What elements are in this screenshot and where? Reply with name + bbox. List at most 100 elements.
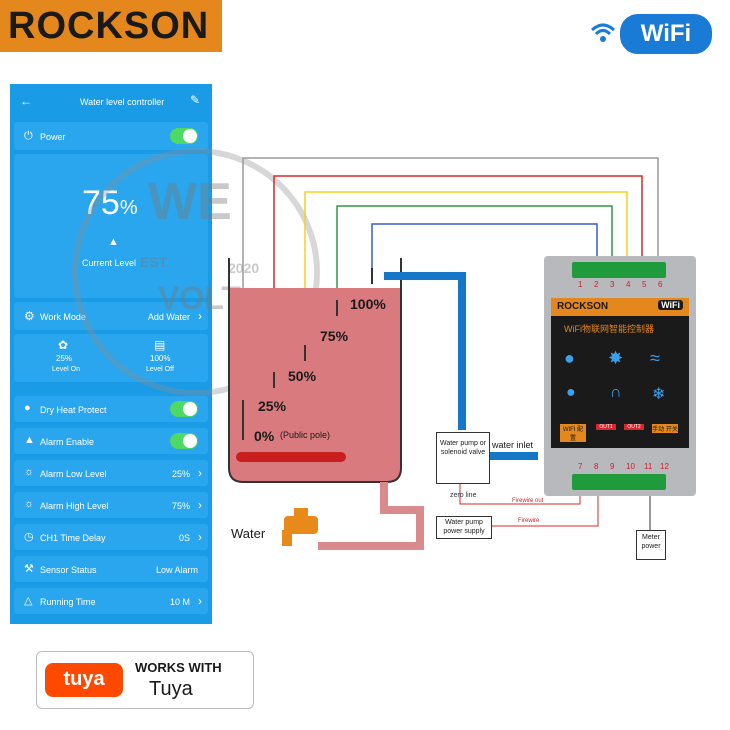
tank-water (229, 288, 401, 482)
dry-heat-row: ● Dry Heat Protect (14, 396, 208, 422)
wifi-icon (590, 23, 616, 42)
zero-line-label: zero line (450, 492, 477, 499)
drop-icon: ● (24, 402, 31, 414)
power-toggle[interactable] (170, 128, 198, 144)
work-mode-label: Work Mode (40, 312, 86, 322)
wifi-icon: ● (564, 348, 575, 368)
controller-subtitle: WiFi物联网智能控制器 (564, 324, 654, 334)
level-on-value: 25% (56, 354, 73, 363)
rockson-logo: ROCKSON (0, 0, 222, 52)
probe-label-25: 25% (258, 398, 287, 414)
water-label: Water (231, 526, 266, 541)
alarm-high-row[interactable]: ☼ Alarm High Level 75% › (14, 492, 208, 518)
tuya-logo: tuya (45, 663, 123, 697)
running-time-label: Running Time (40, 597, 96, 607)
controller-face (551, 298, 689, 448)
probe-label-50: 50% (288, 368, 317, 384)
inlet-pipe (384, 272, 466, 430)
bottom-terminals (572, 474, 666, 490)
drop-icon: ● (566, 384, 576, 401)
faucet-icon (284, 516, 318, 534)
wire-yellow (304, 191, 628, 345)
public-pole-label: (Public pole) (280, 430, 331, 440)
tuya-name: Tuya (149, 678, 193, 700)
level-card: 75% ▲ Current Level (14, 154, 208, 298)
level-off-caption: Level Off (146, 366, 174, 373)
back-icon[interactable]: ← (20, 94, 32, 108)
sun-icon: ☼ (24, 498, 35, 510)
probe-label-75: 75% (320, 328, 349, 344)
firewire-out-label: Firewire out (512, 498, 544, 504)
wave-icon: ≈ (650, 348, 660, 368)
time-delay-value: 0S (178, 533, 190, 543)
alarm-enable-row: ▲ Alarm Enable (14, 428, 208, 454)
wire-grey (242, 157, 659, 400)
bell-icon: ▲ (24, 434, 35, 446)
work-mode-value: Add Water (147, 312, 190, 322)
work-mode-row[interactable]: ⚙ Work Mode Add Water › (14, 302, 208, 330)
level-value: 75% (82, 184, 138, 222)
alarm-low-value: 25% (171, 469, 190, 479)
alarm-low-row[interactable]: ☼ Alarm Low Level 25% › (14, 460, 208, 486)
time-delay-row[interactable]: ◷ CH1 Time Delay 0S › (14, 524, 208, 550)
wifi-config-button[interactable]: WIFI 配置 (560, 424, 586, 442)
wire-green (336, 205, 613, 300)
sensor-status-row: ⚒ Sensor Status Low Alarm (14, 556, 208, 582)
edit-icon[interactable]: ✎ (190, 93, 201, 107)
drain-pipe (318, 482, 424, 550)
out1-indicator: OUT1 (596, 424, 616, 430)
rockson-logo-text: ROCKSON (8, 5, 210, 47)
meter-power-box: Meter power (636, 530, 666, 560)
top-terminals (572, 262, 666, 278)
wifi-pill: WiFi (620, 14, 712, 54)
level-caption: Current Level (82, 258, 137, 268)
sensor-status-value: Low Alarm (155, 565, 198, 575)
wrench-icon: ⚒ (24, 563, 34, 575)
dry-heat-toggle[interactable] (170, 401, 198, 417)
wifi-badge: WiFi (590, 14, 712, 54)
probe-label-100: 100% (350, 296, 386, 312)
controller-wifi: WiFi (658, 300, 683, 310)
fan-icon: ✿ (58, 338, 69, 352)
fan-icon: ✸ (608, 348, 624, 368)
wire-blue (371, 223, 598, 268)
works-with-label: WORKS WITH (135, 660, 222, 675)
alarm-low-label: Alarm Low Level (40, 469, 107, 479)
alarm-enable-toggle[interactable] (170, 433, 198, 449)
sensor-status-label: Sensor Status (40, 565, 97, 575)
firewire-label: Firewire (518, 518, 540, 524)
app-panel: ← Water level controller ✎ ⏻ Power 75% ▲… (10, 84, 212, 624)
dry-heat-label: Dry Heat Protect (40, 405, 107, 415)
chevron-right-icon: › (198, 530, 202, 544)
tank-outline (228, 258, 402, 483)
water-inlet-label: water inlet (492, 440, 534, 450)
wifi-text: WiFi (640, 20, 692, 47)
probe-label-0: 0% (254, 428, 275, 444)
drop-icon: ▲ (108, 236, 119, 248)
power-row: ⏻ Power (14, 122, 208, 150)
running-time-row[interactable]: △ Running Time 10 M › (14, 588, 208, 614)
tuya-badge: tuya WORKS WITH Tuya (36, 651, 254, 709)
pump-supply-box: Water pump power supply (436, 516, 492, 539)
power-label: Power (40, 132, 66, 142)
chevron-right-icon: › (198, 594, 202, 608)
manual-switch-button[interactable]: 手动 开关 (652, 424, 678, 433)
power-icon: ⏻ (24, 130, 33, 142)
app-title: Water level controller (80, 97, 165, 107)
gear-icon: ⚙ (24, 309, 35, 323)
chevron-right-icon: › (198, 309, 202, 323)
time-delay-label: CH1 Time Delay (40, 533, 106, 543)
wire-red (273, 175, 643, 372)
heat-icon: ∩ (610, 384, 622, 401)
chevron-right-icon: › (198, 498, 202, 512)
level-on-caption: Level On (52, 366, 81, 373)
controller-header: ROCKSON WiFi (551, 298, 689, 316)
tuya-logo-text: tuya (63, 668, 105, 690)
running-time-value: 10 M (169, 597, 190, 607)
level-off-value: 100% (150, 354, 171, 363)
alarm-high-label: Alarm High Level (40, 501, 109, 511)
chevron-right-icon: › (198, 466, 202, 480)
sun-icon: ☼ (24, 466, 35, 478)
out2-indicator: OUT2 (624, 424, 644, 430)
